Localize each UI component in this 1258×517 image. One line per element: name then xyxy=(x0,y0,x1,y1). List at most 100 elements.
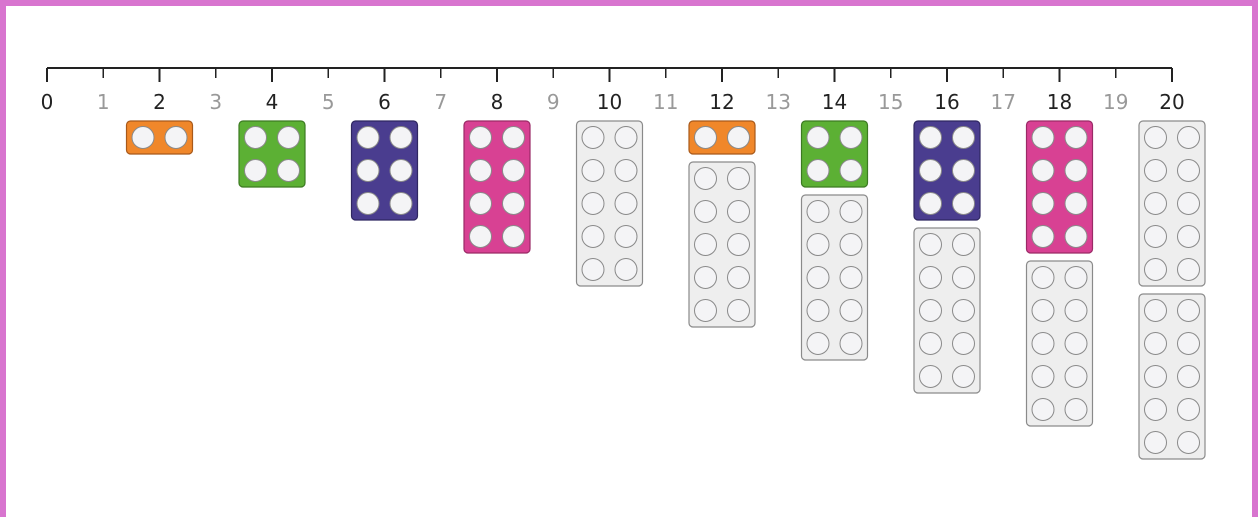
rod-10 xyxy=(1139,121,1205,286)
rod-hole xyxy=(1145,432,1167,454)
rod-hole xyxy=(920,193,942,215)
tick-label: 17 xyxy=(991,90,1016,114)
rod-8 xyxy=(464,121,530,253)
rod-hole xyxy=(1032,193,1054,215)
rod-hole xyxy=(807,127,829,149)
rod-hole xyxy=(920,234,942,256)
rod-hole xyxy=(1178,366,1200,388)
rod-hole xyxy=(1178,399,1200,421)
rod-hole xyxy=(1178,226,1200,248)
rod-stack-12 xyxy=(689,121,755,327)
rod-hole xyxy=(953,127,975,149)
rod-hole xyxy=(615,193,637,215)
rod-hole xyxy=(807,333,829,355)
rod-hole xyxy=(920,300,942,322)
rod-hole xyxy=(920,333,942,355)
rod-hole xyxy=(1032,399,1054,421)
rod-2 xyxy=(689,121,755,154)
rod-hole xyxy=(1178,300,1200,322)
rod-hole xyxy=(615,259,637,281)
rod-hole xyxy=(695,127,717,149)
rod-hole xyxy=(1145,300,1167,322)
rod-hole xyxy=(840,234,862,256)
rod-hole xyxy=(1145,366,1167,388)
rod-hole xyxy=(132,127,154,149)
rod-hole xyxy=(1178,193,1200,215)
rod-stack-4 xyxy=(239,121,305,187)
rod-hole xyxy=(582,259,604,281)
rod-hole xyxy=(1065,366,1087,388)
rod-hole xyxy=(582,226,604,248)
rod-hole xyxy=(245,160,267,182)
rod-hole xyxy=(807,160,829,182)
rod-hole xyxy=(840,201,862,223)
rod-hole xyxy=(1065,267,1087,289)
rod-hole xyxy=(470,127,492,149)
rod-hole xyxy=(278,127,300,149)
rod-hole xyxy=(1145,127,1167,149)
rod-hole xyxy=(953,160,975,182)
rod-hole xyxy=(1032,160,1054,182)
rod-hole xyxy=(1145,259,1167,281)
tick-label: 0 xyxy=(41,90,54,114)
rod-hole xyxy=(1178,259,1200,281)
tick-label: 7 xyxy=(434,90,447,114)
rod-hole xyxy=(278,160,300,182)
rod-stack-20 xyxy=(1139,121,1205,459)
rod-hole xyxy=(807,201,829,223)
rod-stack-6 xyxy=(352,121,418,220)
rod-hole xyxy=(1145,160,1167,182)
rod-4 xyxy=(802,121,868,187)
rod-10 xyxy=(577,121,643,286)
rod-hole xyxy=(1032,267,1054,289)
rod-hole xyxy=(615,127,637,149)
rod-hole xyxy=(1065,160,1087,182)
rod-hole xyxy=(1032,300,1054,322)
tick-label: 14 xyxy=(822,90,847,114)
tick-label: 13 xyxy=(766,90,791,114)
rod-hole xyxy=(1032,226,1054,248)
rod-hole xyxy=(1178,333,1200,355)
rod-2 xyxy=(127,121,193,154)
rod-hole xyxy=(615,226,637,248)
rod-hole xyxy=(728,127,750,149)
rod-hole xyxy=(840,300,862,322)
rod-hole xyxy=(357,160,379,182)
rod-stacks xyxy=(127,121,1206,459)
rod-hole xyxy=(390,127,412,149)
rod-hole xyxy=(470,226,492,248)
rod-hole xyxy=(1178,432,1200,454)
rod-hole xyxy=(1032,366,1054,388)
rod-stack-2 xyxy=(127,121,193,154)
rod-10 xyxy=(802,195,868,360)
rod-stack-10 xyxy=(577,121,643,286)
rod-hole xyxy=(1065,333,1087,355)
tick-label: 3 xyxy=(209,90,222,114)
rod-hole xyxy=(1145,333,1167,355)
rod-hole xyxy=(357,193,379,215)
rod-hole xyxy=(920,160,942,182)
rod-hole xyxy=(695,168,717,190)
rod-hole xyxy=(807,267,829,289)
rod-stack-14 xyxy=(802,121,868,360)
tick-label: 12 xyxy=(709,90,734,114)
rod-hole xyxy=(165,127,187,149)
rod-6 xyxy=(914,121,980,220)
tick-label: 18 xyxy=(1047,90,1072,114)
tick-label: 11 xyxy=(653,90,678,114)
rod-hole xyxy=(807,300,829,322)
rod-hole xyxy=(728,300,750,322)
rod-hole xyxy=(390,160,412,182)
rod-hole xyxy=(953,234,975,256)
rod-hole xyxy=(953,193,975,215)
tick-label: 2 xyxy=(153,90,166,114)
tick-label: 8 xyxy=(491,90,504,114)
rod-hole xyxy=(1145,193,1167,215)
rod-hole xyxy=(953,300,975,322)
rod-hole xyxy=(728,168,750,190)
rod-hole xyxy=(470,160,492,182)
rod-10 xyxy=(914,228,980,393)
rod-hole xyxy=(695,201,717,223)
